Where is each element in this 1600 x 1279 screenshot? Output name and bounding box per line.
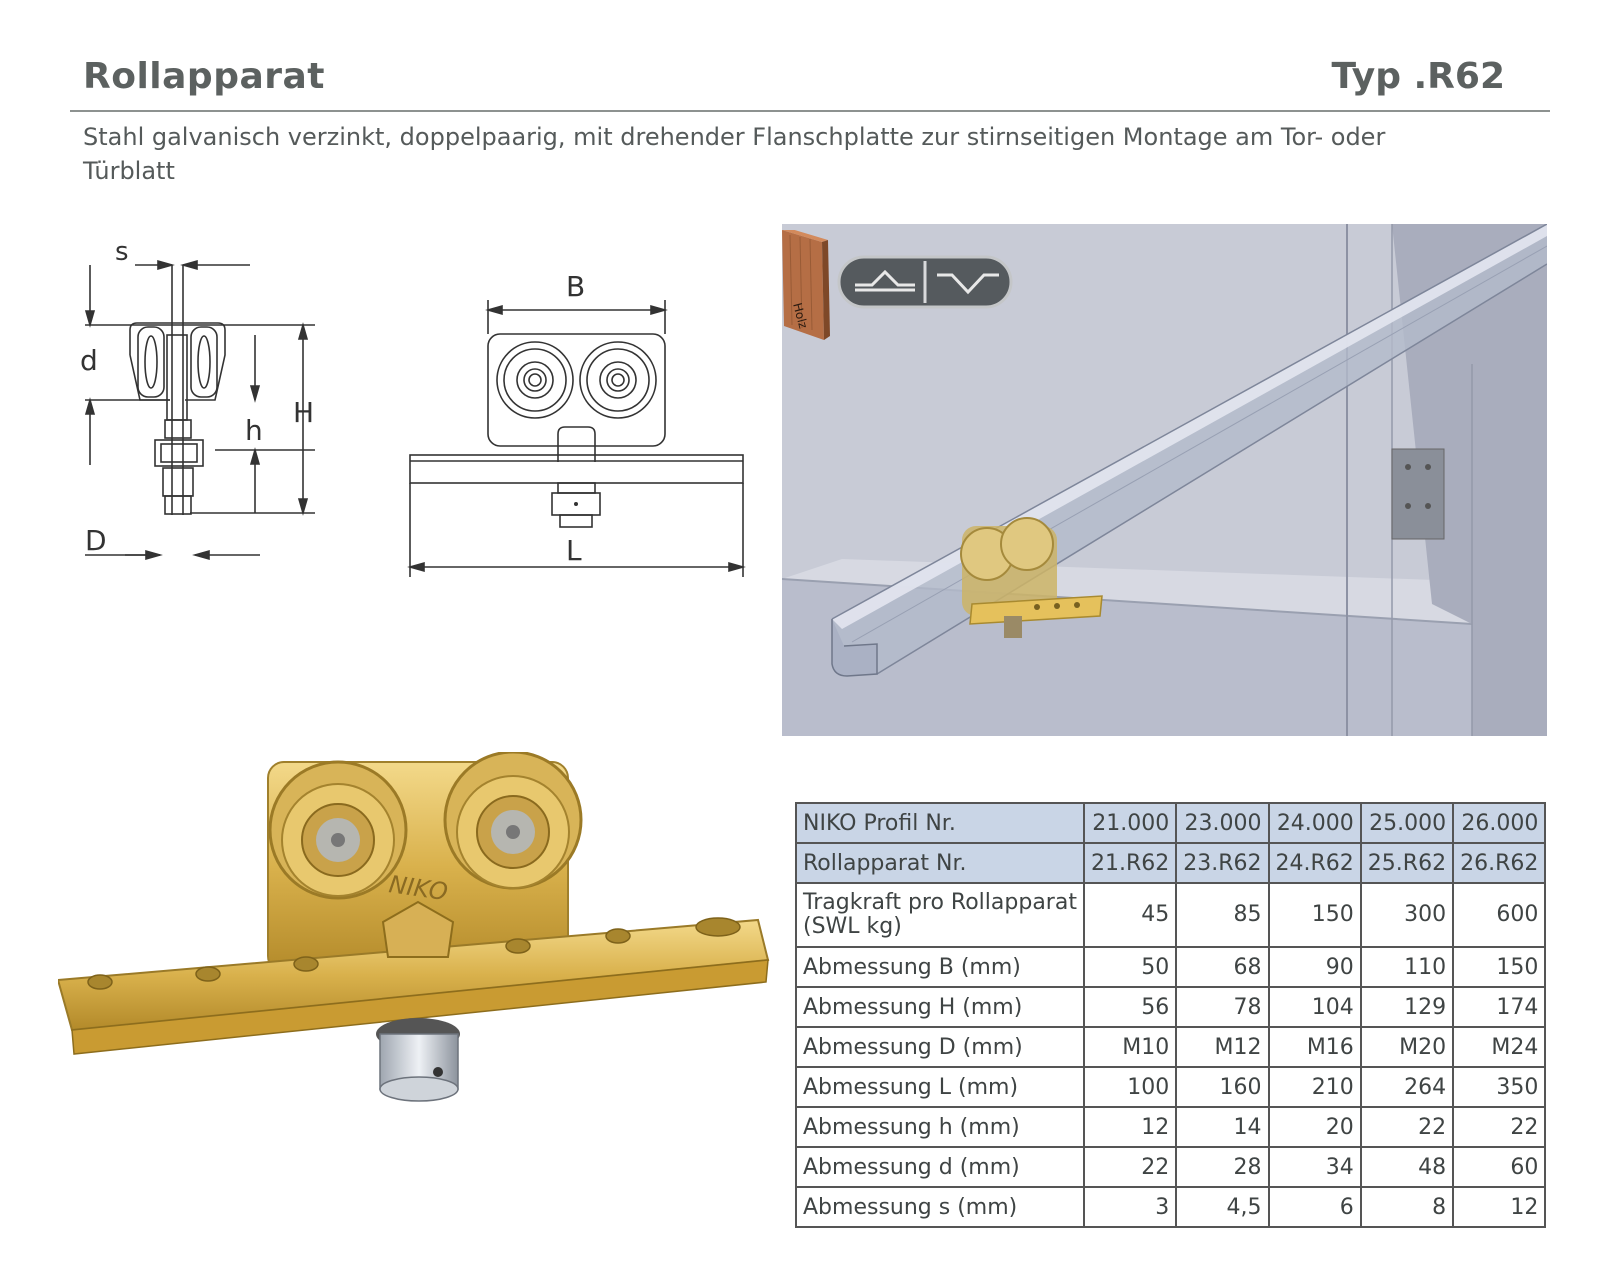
table-cell: 48 <box>1359 1146 1455 1188</box>
row-label: Abmessung s (mm) <box>795 1186 1085 1228</box>
label-L: L <box>566 534 582 567</box>
table-cell: 22 <box>1452 1106 1547 1148</box>
row-label: Abmessung D (mm) <box>795 1026 1085 1068</box>
table-row: Rollapparat Nr. 21.R62 23.R62 24.R62 25.… <box>795 842 1547 884</box>
table-cell: 23.R62 <box>1175 842 1270 884</box>
table-cell: 14 <box>1175 1106 1270 1148</box>
table-cell: 26.000 <box>1452 802 1547 844</box>
table-row: Tragkraft pro Rollapparat(SWL kg) 45 85 … <box>795 882 1547 948</box>
table-cell: 25.000 <box>1359 802 1455 844</box>
table-cell: 100 <box>1082 1066 1178 1108</box>
table-cell: 60 <box>1452 1146 1547 1188</box>
table-cell: M12 <box>1175 1026 1270 1068</box>
table-cell: M24 <box>1452 1026 1547 1068</box>
v-groove-profile-icon <box>855 269 915 292</box>
installation-render <box>782 224 1547 736</box>
row-label: NIKO Profil Nr. <box>795 802 1085 844</box>
row-label: Abmessung L (mm) <box>795 1066 1085 1108</box>
table-cell: 24.R62 <box>1267 842 1362 884</box>
table-cell: 23.000 <box>1175 802 1270 844</box>
front-view-drawing: B L <box>407 270 746 577</box>
label-s: s <box>115 237 129 267</box>
table-cell: 6 <box>1267 1186 1362 1228</box>
table-cell: M16 <box>1267 1026 1362 1068</box>
table-row: Abmessung d (mm) 22 28 34 48 60 <box>795 1146 1547 1188</box>
table-cell: 45 <box>1082 882 1178 948</box>
table-cell: 150 <box>1267 882 1362 948</box>
label-H: H <box>293 396 314 429</box>
label-h: h <box>245 414 263 447</box>
table-cell: 600 <box>1452 882 1547 948</box>
table-cell: 28 <box>1175 1146 1270 1188</box>
table-cell: 4,5 <box>1175 1186 1270 1228</box>
table-cell: 21.000 <box>1082 802 1178 844</box>
row-label-line1: Tragkraft pro Rollapparat <box>803 890 1077 915</box>
table-cell: 78 <box>1175 986 1270 1028</box>
specification-table: NIKO Profil Nr. 21.000 23.000 24.000 25.… <box>795 802 1547 1228</box>
side-view-drawing: s d h H D <box>80 237 315 561</box>
table-row: Abmessung h (mm) 12 14 20 22 22 <box>795 1106 1547 1148</box>
table-cell: 129 <box>1359 986 1455 1028</box>
table-cell: 160 <box>1175 1066 1270 1108</box>
v-track-profile-icon <box>937 273 999 295</box>
table-cell: 25.R62 <box>1359 842 1455 884</box>
table-cell: 104 <box>1267 986 1362 1028</box>
table-row: Abmessung D (mm) M10 M12 M16 M20 M24 <box>795 1026 1547 1068</box>
wood-label: Holz <box>790 301 810 330</box>
compatibility-icons: Holz <box>782 228 1022 344</box>
label-d: d <box>80 344 98 377</box>
table-cell: 21.R62 <box>1082 842 1178 884</box>
table-cell: 50 <box>1082 946 1178 988</box>
row-label: Abmessung d (mm) <box>795 1146 1085 1188</box>
row-label: Abmessung H (mm) <box>795 986 1085 1028</box>
label-D: D <box>85 524 107 557</box>
table-cell: 12 <box>1452 1186 1547 1228</box>
page-title: Rollapparat <box>83 56 326 97</box>
table-row: Abmessung L (mm) 100 160 210 264 350 <box>795 1066 1547 1108</box>
label-B: B <box>566 270 585 303</box>
product-photo: NIKO <box>58 752 770 1102</box>
table-cell: 12 <box>1082 1106 1178 1148</box>
table-cell: 34 <box>1267 1146 1362 1188</box>
row-label-line2: (SWL kg) <box>803 914 902 939</box>
table-cell: 68 <box>1175 946 1270 988</box>
row-label: Rollapparat Nr. <box>795 842 1085 884</box>
table-cell: 300 <box>1359 882 1455 948</box>
table-cell: M10 <box>1082 1026 1178 1068</box>
table-row: Abmessung B (mm) 50 68 90 110 150 <box>795 946 1547 988</box>
table-row: Abmessung H (mm) 56 78 104 129 174 <box>795 986 1547 1028</box>
table-cell: 110 <box>1359 946 1455 988</box>
table-cell: 174 <box>1452 986 1547 1028</box>
table-cell: 8 <box>1359 1186 1455 1228</box>
table-cell: 22 <box>1359 1106 1455 1148</box>
table-cell: 90 <box>1267 946 1362 988</box>
table-cell: 210 <box>1267 1066 1362 1108</box>
type-code: Typ .R62 <box>1331 56 1505 97</box>
table-cell: 26.R62 <box>1452 842 1547 884</box>
table-row: NIKO Profil Nr. 21.000 23.000 24.000 25.… <box>795 802 1547 844</box>
table-cell: M20 <box>1359 1026 1455 1068</box>
table-cell: 24.000 <box>1267 802 1362 844</box>
title-divider <box>70 110 1550 112</box>
table-cell: 85 <box>1175 882 1270 948</box>
table-row: Abmessung s (mm) 3 4,5 6 8 12 <box>795 1186 1547 1228</box>
table-cell: 150 <box>1452 946 1547 988</box>
row-label: Abmessung h (mm) <box>795 1106 1085 1148</box>
table-cell: 264 <box>1359 1066 1455 1108</box>
table-cell: 22 <box>1082 1146 1178 1188</box>
row-label: Abmessung B (mm) <box>795 946 1085 988</box>
row-label: Tragkraft pro Rollapparat(SWL kg) <box>795 882 1085 948</box>
table-cell: 56 <box>1082 986 1178 1028</box>
product-description: Stahl galvanisch verzinkt, doppelpaarig,… <box>83 123 1386 185</box>
table-cell: 3 <box>1082 1186 1178 1228</box>
table-cell: 350 <box>1452 1066 1547 1108</box>
table-cell: 20 <box>1267 1106 1362 1148</box>
